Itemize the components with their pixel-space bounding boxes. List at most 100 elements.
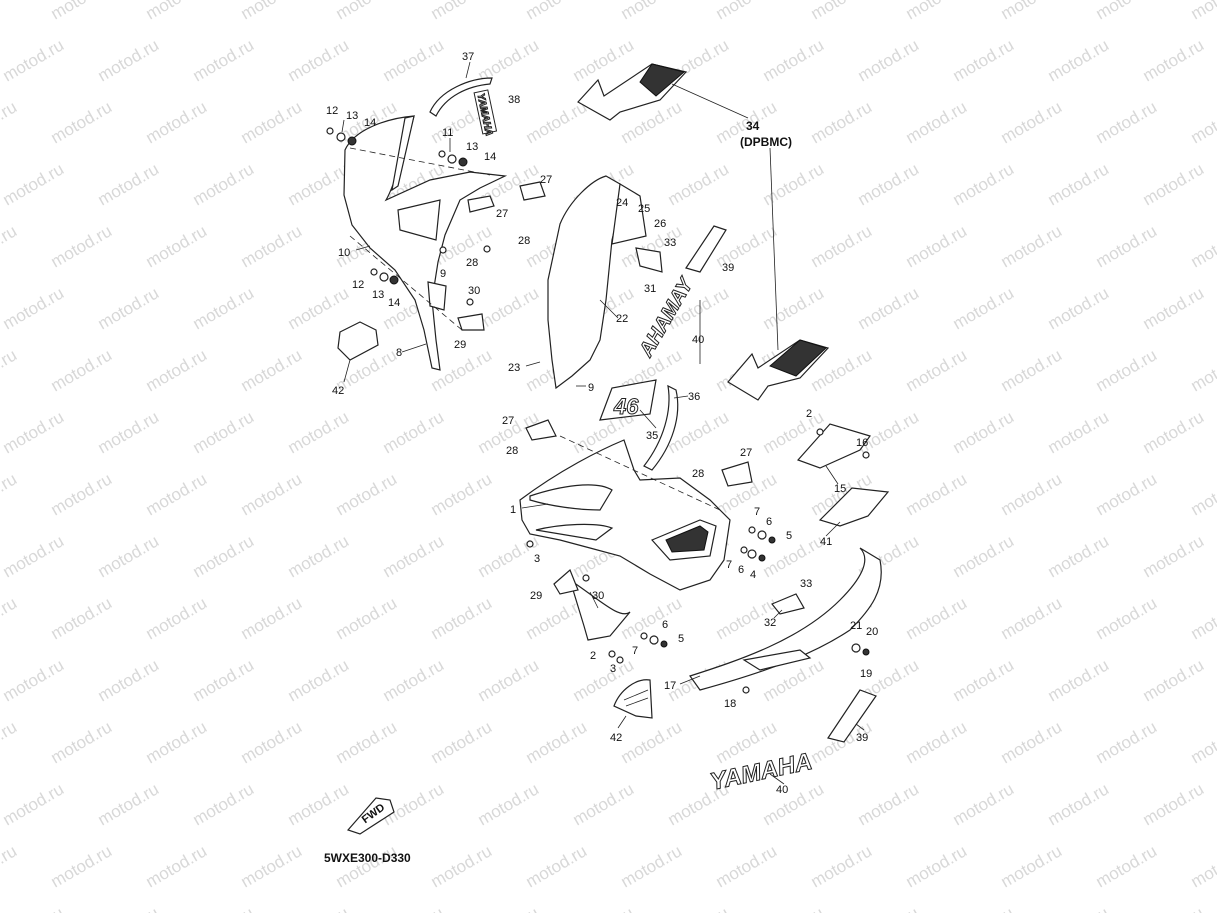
watermark-tile: motod.ru — [1140, 531, 1208, 581]
watermark-tile: motod.ru — [1188, 469, 1217, 519]
watermark-tile: motod.ru — [760, 779, 828, 829]
watermark-tile: motod.ru — [333, 469, 401, 519]
watermark-tile: motod.ru — [1093, 717, 1161, 767]
watermark-tile: motod.ru — [1045, 35, 1113, 85]
watermark-tile: motod.ru — [665, 159, 733, 209]
callout-16: 16 — [856, 437, 868, 449]
watermark-tile: motod.ru — [1188, 345, 1217, 395]
callout-4: 4 — [750, 569, 756, 581]
watermark-tile: motod.ru — [380, 531, 448, 581]
watermark-tile: motod.ru — [238, 0, 306, 23]
callout-8: 8 — [396, 347, 402, 359]
callout-33b: 33 — [800, 578, 812, 590]
decal-34 — [577, 63, 830, 401]
callout-32: 32 — [764, 617, 776, 629]
callout-31: 31 — [644, 283, 656, 295]
watermark-tile: motod.ru — [95, 779, 163, 829]
watermark-tile: motod.ru — [1045, 779, 1113, 829]
watermark-tile: motod.ru — [1093, 593, 1161, 643]
watermark-tile: motod.ru — [190, 407, 258, 457]
watermark-tile: motod.ru — [713, 0, 781, 23]
watermark-tile: motod.ru — [143, 469, 211, 519]
watermark-tile: motod.ru — [190, 283, 258, 333]
callout-20: 20 — [866, 626, 878, 638]
watermark-tile: motod.ru — [0, 469, 20, 519]
watermark-tile: motod.ru — [903, 593, 971, 643]
watermark-tile: motod.ru — [1093, 0, 1161, 23]
watermark-tile: motod.ru — [618, 593, 686, 643]
watermark-tile: motod.ru — [95, 407, 163, 457]
watermark-tile: motod.ru — [190, 779, 258, 829]
callout-14b: 14 — [484, 151, 496, 163]
watermark-tile: motod.ru — [903, 97, 971, 147]
watermark-tile: motod.ru — [285, 407, 353, 457]
decal-36 — [643, 384, 679, 471]
callout-41: 41 — [820, 536, 832, 548]
watermark-tile: motod.ru — [1140, 407, 1208, 457]
watermark-tile: motod.ru — [48, 469, 116, 519]
decal-37 — [429, 77, 493, 117]
watermark-tile: motod.ru — [48, 221, 116, 271]
callout-38: 38 — [508, 94, 520, 106]
watermark-tile: motod.ru — [998, 717, 1066, 767]
watermark-tile: motod.ru — [238, 593, 306, 643]
watermark-tile: motod.ru — [0, 0, 20, 23]
panel-15 — [796, 423, 871, 469]
watermark-tile: motod.ru — [285, 35, 353, 85]
callout-17: 17 — [664, 680, 676, 692]
watermark-tile: motod.ru — [855, 903, 923, 913]
callout-27a: 27 — [540, 174, 552, 186]
callout-35: 35 — [646, 430, 658, 442]
watermark-tile: motod.ru — [143, 593, 211, 643]
callout-3b: 3 — [610, 663, 616, 675]
watermark-tile: motod.ru — [998, 345, 1066, 395]
watermark-tile: motod.ru — [238, 345, 306, 395]
watermark-tile: motod.ru — [855, 779, 923, 829]
watermark-tile: motod.ru — [95, 903, 163, 913]
side-cowl-22 — [547, 175, 663, 390]
watermark-tile: motod.ru — [1140, 655, 1208, 705]
callout-39b: 39 — [856, 732, 868, 744]
callout-25: 25 — [638, 203, 650, 215]
diagram-code: 5WXE300-D330 — [324, 851, 411, 865]
callout-18: 18 — [724, 698, 736, 710]
watermark-tile: motod.ru — [0, 283, 67, 333]
watermark-tile: motod.ru — [143, 345, 211, 395]
watermark-tile: motod.ru — [1093, 221, 1161, 271]
under-cowl-17 — [568, 547, 882, 691]
callout-12b: 12 — [352, 279, 364, 291]
watermark-tile: motod.ru — [0, 779, 67, 829]
watermark-tile: motod.ru — [808, 0, 876, 23]
watermark-tile: motod.ru — [0, 717, 20, 767]
watermark-tile: motod.ru — [760, 283, 828, 333]
callout-28b: 28 — [466, 257, 478, 269]
callout-37: 37 — [462, 51, 474, 63]
watermark-tile: motod.ru — [48, 841, 116, 891]
watermark-tile: motod.ru — [665, 903, 733, 913]
watermark-tile: motod.ru — [1188, 593, 1217, 643]
callout-11: 11 — [442, 127, 453, 139]
watermark-tile: motod.ru — [570, 903, 638, 913]
watermark-tile: motod.ru — [238, 469, 306, 519]
leader-lines — [341, 61, 865, 785]
watermark-tile: motod.ru — [618, 717, 686, 767]
callout-21: 21 — [850, 620, 862, 632]
callout-36: 36 — [688, 391, 700, 403]
watermark-tile: motod.ru — [950, 903, 1018, 913]
watermark-tile: motod.ru — [475, 779, 543, 829]
watermark-tile: motod.ru — [0, 221, 20, 271]
decal-35-text: 46 — [613, 394, 639, 419]
watermark-tile: motod.ru — [0, 159, 67, 209]
callout-28c: 28 — [506, 445, 518, 457]
watermark-tile: motod.ru — [0, 841, 20, 891]
watermark-tile: motod.ru — [570, 779, 638, 829]
watermark-tile: motod.ru — [998, 221, 1066, 271]
callout-39a: 39 — [722, 262, 734, 274]
watermark-tile: motod.ru — [1045, 531, 1113, 581]
watermark-tile: motod.ru — [190, 531, 258, 581]
watermark-tile: motod.ru — [380, 655, 448, 705]
watermark-tile: motod.ru — [95, 35, 163, 85]
watermark-tile: motod.ru — [1140, 283, 1208, 333]
watermark-tile: motod.ru — [855, 283, 923, 333]
